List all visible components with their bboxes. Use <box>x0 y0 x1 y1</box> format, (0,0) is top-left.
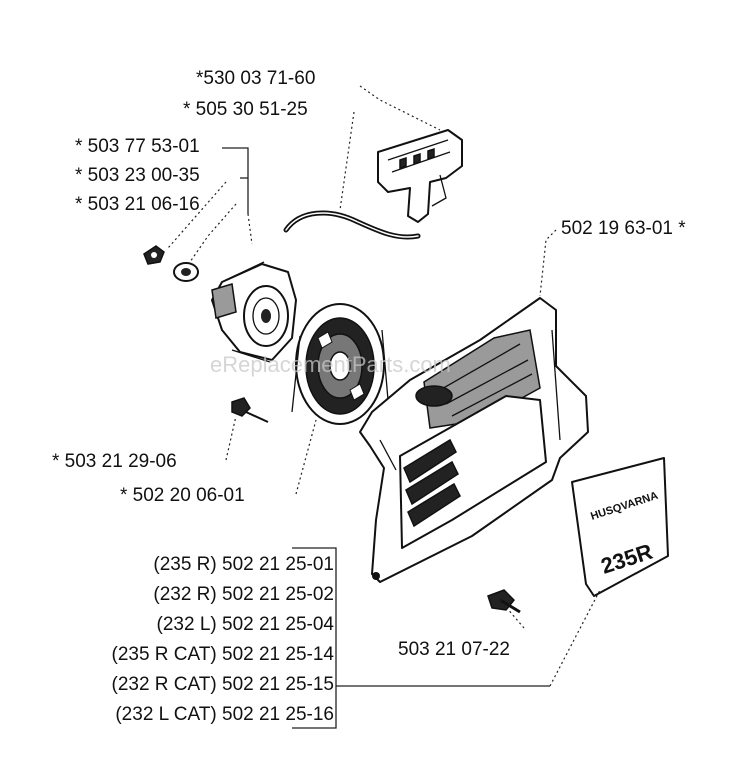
label-screw-left: * 503 21 29-06 <box>52 451 177 472</box>
variant-list: (235 R) 502 21 25-01 (232 R) 502 21 25-0… <box>112 554 335 725</box>
screw-bottom <box>487 589 521 614</box>
part-labels: *530 03 71-60 * 505 30 51-25 * 503 77 53… <box>52 68 686 660</box>
variant-item: (232 R) 502 21 25-02 <box>153 584 334 605</box>
spring-housing <box>291 303 389 425</box>
model-decal: HUSQVARNA 235R <box>571 457 669 597</box>
variant-item: (235 R) 502 21 25-01 <box>153 554 334 575</box>
label-screw-top-a: * 503 77 53-01 <box>75 136 200 157</box>
label-screw-top-b: * 503 23 00-35 <box>75 165 200 186</box>
starter-handle <box>377 129 463 223</box>
starter-rope <box>283 210 421 240</box>
starter-pulley <box>211 261 297 363</box>
variant-item: (232 L CAT) 502 21 25-16 <box>115 704 334 725</box>
variant-item: (232 R CAT) 502 21 25-15 <box>112 674 335 695</box>
label-rope: * 505 30 51-25 <box>183 99 308 120</box>
label-spring-pulley: * 502 20 06-01 <box>120 485 245 506</box>
label-screw-bottom: 503 21 07-22 <box>398 639 510 660</box>
screw-left <box>231 397 269 423</box>
variant-item: (235 R CAT) 502 21 25-14 <box>112 644 335 665</box>
watermark: eReplacementParts.com <box>210 352 451 377</box>
starter-cover <box>359 297 589 583</box>
label-handle: *530 03 71-60 <box>196 68 315 89</box>
leader-lines <box>167 85 601 729</box>
label-cover: 502 19 63-01 * <box>561 218 686 239</box>
variant-item: (232 L) 502 21 25-04 <box>157 614 335 635</box>
label-screw-top-c: * 503 21 06-16 <box>75 194 200 215</box>
washer <box>173 262 199 282</box>
screw-top <box>143 245 165 265</box>
